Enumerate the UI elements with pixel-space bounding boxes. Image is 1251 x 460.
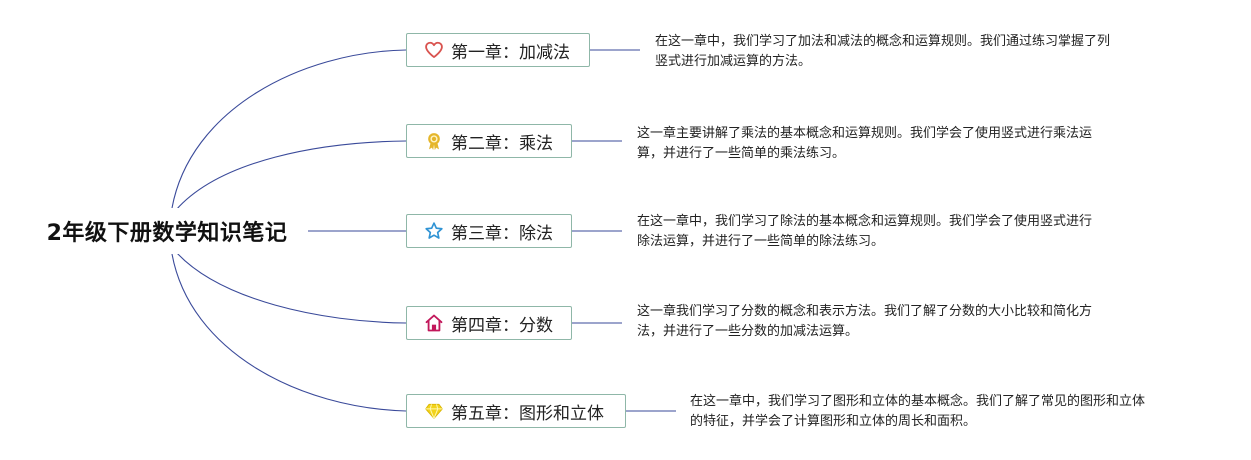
chapter-node-3[interactable]: 第三章：除法 [406,214,572,248]
note-line: 的特征，并学会了计算图形和立体的周长和面积。 [690,414,977,429]
chapter-node-2[interactable]: 第二章：乘法 [406,124,572,158]
note-line: 算，并进行了一些简单的乘法练习。 [637,146,846,161]
root-title: 2年级下册数学知识笔记 [46,221,288,246]
chapter-note-4: 这一章我们学习了分数的概念和表示方法。我们了解了分数的大小比较和简化方 法，并进… [637,302,1137,342]
note-line: 在这一章中，我们学习了图形和立体的基本概念。我们了解了常见的图形和立体 [690,394,1146,409]
note-line: 这一章我们学习了分数的概念和表示方法。我们了解了分数的大小比较和简化方 [637,304,1093,319]
note-line: 在这一章中，我们学习了除法的基本概念和运算规则。我们学会了使用竖式进行 [637,214,1093,229]
chapter-node-4[interactable]: 第四章：分数 [406,306,572,340]
chapter-title: 第四章：分数 [451,315,553,336]
chapter-title: 第五章：图形和立体 [451,403,604,424]
heart-icon [423,39,445,61]
chapter-note-5: 在这一章中，我们学习了图形和立体的基本概念。我们了解了常见的图形和立体 的特征，… [690,392,1190,432]
note-line: 法，并进行了一些分数的加减法运算。 [637,324,859,339]
chapter-note-2: 这一章主要讲解了乘法的基本概念和运算规则。我们学会了使用竖式进行乘法运 算，并进… [637,124,1137,164]
note-line: 在这一章中，我们学习了加法和减法的概念和运算规则。我们通过练习掌握了列 [655,34,1111,49]
star-icon [423,220,445,242]
medal-icon [423,130,445,152]
chapter-title: 第二章：乘法 [451,133,553,154]
chapter-note-1: 在这一章中，我们学习了加法和减法的概念和运算规则。我们通过练习掌握了列 竖式进行… [655,32,1155,72]
branch-line-4 [175,251,407,324]
diamond-icon [423,400,445,422]
branch-line-1 [171,49,407,209]
branch-line-5 [171,253,407,412]
note-line: 竖式进行加减运算的方法。 [655,54,812,69]
note-line: 这一章主要讲解了乘法的基本概念和运算规则。我们学会了使用竖式进行乘法运 [637,126,1093,141]
chapter-title: 第三章：除法 [451,223,553,244]
chapter-node-1[interactable]: 第一章：加减法 [406,33,590,67]
house-icon [423,312,445,334]
note-line: 除法运算，并进行了一些简单的除法练习。 [637,234,885,249]
chapter-node-5[interactable]: 第五章：图形和立体 [406,394,626,428]
chapter-title: 第一章：加减法 [451,42,570,63]
branch-line-2 [175,140,407,211]
chapter-note-3: 在这一章中，我们学习了除法的基本概念和运算规则。我们学会了使用竖式进行 除法运算… [637,212,1137,252]
root-topic[interactable]: 2年级下册数学知识笔记 [26,208,308,254]
